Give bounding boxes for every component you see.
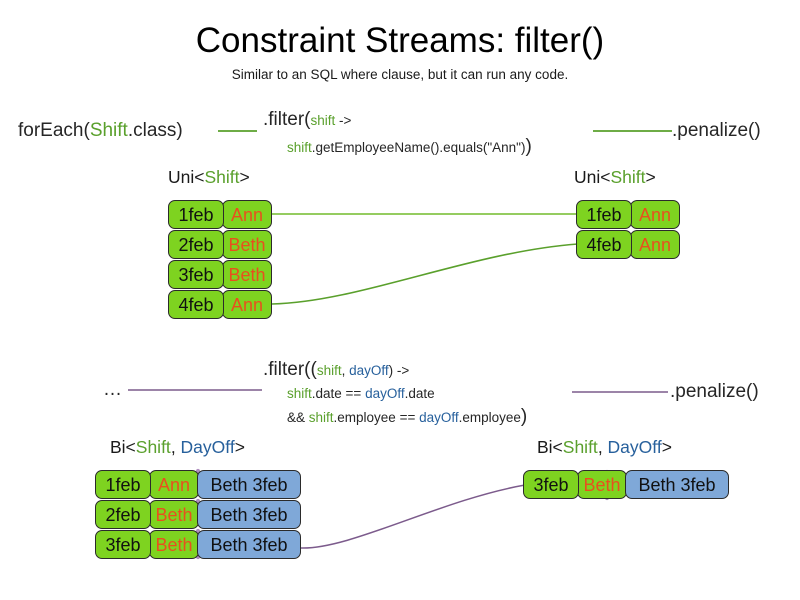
foreach-type: Shift — [89, 120, 128, 141]
bi-penalize-label: .penalize() — [670, 381, 759, 402]
bi-line3-var2: dayOff — [419, 410, 459, 425]
wire-bi-3feb — [299, 484, 526, 549]
tuple-cell-shift-date: 4feb — [576, 230, 632, 259]
bi-filter-keyword: .filter(( — [263, 359, 317, 380]
uni-filter-keyword: .filter( — [263, 109, 311, 130]
bi-filter-arrow: ) -> — [388, 363, 410, 378]
bi-output-header-sep: , — [597, 437, 608, 457]
tuple-cell-shift-date: 2feb — [168, 230, 224, 259]
bi-line3-mid: .employee == — [333, 410, 420, 425]
bi-line2-mid: .date == — [311, 386, 366, 401]
uni-output-header-type: Shift — [610, 167, 646, 187]
bi-filter-head: .filter((shift, dayOff) -> — [263, 358, 409, 382]
bi-filter-param-sep: , — [341, 363, 350, 378]
bi-line2-var2: dayOff — [365, 386, 405, 401]
tuple-cell-shift-date: 3feb — [95, 530, 151, 559]
uni-input-header-pre: Uni< — [168, 167, 205, 187]
tuple-cell-dayoff: Beth 3feb — [197, 500, 301, 529]
page-subtitle: Similar to an SQL where clause, but it c… — [231, 67, 569, 82]
tuple-cell-shift-date: 1feb — [95, 470, 151, 499]
bi-filter-close-paren: ) — [520, 406, 528, 427]
tuple-cell-shift-date: 1feb — [168, 200, 224, 229]
bi-line3-var: shift — [308, 410, 334, 425]
uni-filter-param: shift — [310, 113, 336, 128]
uni-filter-body-var: shift — [287, 140, 312, 155]
wire-uni-4feb — [271, 243, 579, 305]
bi-source-ellipsis: … — [103, 379, 122, 400]
page-title: Constraint Streams: filter() — [195, 21, 605, 60]
bi-line2-end: .date — [404, 386, 435, 401]
tuple-cell-shift-employee: Ann — [149, 470, 199, 499]
uni-filter-arrow: -> — [335, 113, 352, 128]
bi-input-header-type1: Shift — [135, 437, 171, 457]
bi-output-header-post: > — [661, 437, 672, 457]
uni-filter-body-rest: .getEmployeeName().equals("Ann") — [311, 140, 526, 155]
uni-output-header-post: > — [645, 167, 656, 187]
tuple-cell-shift-date: 3feb — [168, 260, 224, 289]
bi-filter-line3: && shift.employee == dayOff.employee) — [287, 406, 528, 427]
uni-output-header: Uni<Shift> — [574, 166, 656, 188]
tuple-cell-shift-employee: Beth — [222, 260, 272, 289]
foreach-expression: forEach(Shift.class) — [18, 119, 183, 143]
tuple-cell-shift-date: 2feb — [95, 500, 151, 529]
bi-line3-end: .employee — [458, 410, 521, 425]
tuple-cell-shift-employee: Beth — [149, 530, 199, 559]
bi-output-header: Bi<Shift, DayOff> — [537, 436, 672, 458]
tuple-cell-dayoff: Beth 3feb — [197, 470, 301, 499]
bi-line2-var: shift — [287, 386, 312, 401]
bi-filter-line2: shift.date == dayOff.date — [287, 385, 435, 403]
tuple-cell-dayoff: Beth 3feb — [625, 470, 729, 499]
uni-penalize-label: .penalize() — [672, 120, 761, 141]
bi-input-header-type2: DayOff — [180, 437, 235, 457]
bi-input-header-sep: , — [170, 437, 181, 457]
tuple-cell-shift-date: 1feb — [576, 200, 632, 229]
tuple-cell-dayoff: Beth 3feb — [197, 530, 301, 559]
bi-line3-amp: && — [287, 410, 309, 425]
uni-filter-head: .filter(shift -> — [263, 108, 351, 132]
bi-input-header-post: > — [234, 437, 245, 457]
bi-output-header-pre: Bi< — [537, 437, 563, 457]
bi-output-header-type2: DayOff — [607, 437, 662, 457]
tuple-cell-shift-employee: Ann — [222, 290, 272, 319]
bi-input-header: Bi<Shift, DayOff> — [110, 436, 245, 458]
bi-output-header-type1: Shift — [562, 437, 598, 457]
tuple-cell-shift-employee: Ann — [222, 200, 272, 229]
uni-input-header: Uni<Shift> — [168, 166, 250, 188]
tuple-cell-shift-employee: Ann — [630, 200, 680, 229]
bi-filter-param-dayoff: dayOff — [349, 363, 389, 378]
bi-filter-param-shift: shift — [316, 363, 342, 378]
tuple-cell-shift-employee: Beth — [222, 230, 272, 259]
foreach-suffix: .class) — [127, 120, 183, 141]
uni-output-header-pre: Uni< — [574, 167, 611, 187]
tuple-cell-shift-date: 4feb — [168, 290, 224, 319]
uni-input-header-post: > — [239, 167, 250, 187]
uni-input-header-type: Shift — [204, 167, 240, 187]
uni-filter-body: shift.getEmployeeName().equals("Ann")) — [287, 136, 532, 157]
tuple-cell-shift-employee: Beth — [149, 500, 199, 529]
foreach-prefix: forEach( — [18, 120, 90, 141]
tuple-cell-shift-employee: Ann — [630, 230, 680, 259]
tuple-cell-shift-date: 3feb — [523, 470, 579, 499]
bi-input-header-pre: Bi< — [110, 437, 136, 457]
tuple-cell-shift-employee: Beth — [577, 470, 627, 499]
uni-filter-close-paren: ) — [525, 136, 532, 157]
